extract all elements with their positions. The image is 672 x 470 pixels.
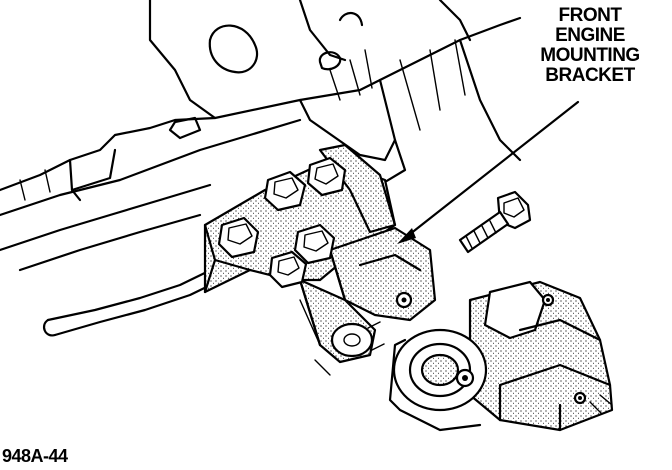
frame-rail [0, 116, 302, 272]
callout-line-3: MOUNTING [540, 45, 640, 66]
callout-label: FRONT ENGINE MOUNTING BRACKET [520, 6, 660, 86]
callout-leader [397, 100, 580, 244]
callout-line-1: FRONT [558, 5, 622, 26]
front-engine-mounting-bracket [203, 143, 437, 376]
callout-line-2: ENGINE [555, 25, 625, 46]
callout-line-4: BRACKET [545, 65, 635, 86]
bracket-bolt-2 [306, 156, 347, 197]
figure-id: 948A-44 [2, 446, 68, 466]
engine-mount-insulator [388, 280, 614, 432]
bracket-bolt-1 [263, 170, 307, 212]
linkage-rod [42, 266, 227, 337]
engine-block-casting [148, 0, 522, 187]
bracket-bolt-3 [217, 216, 260, 259]
bracket-bolt-5 [268, 250, 308, 289]
through-bolt [458, 190, 532, 254]
bracket-bolt-4 [293, 223, 336, 265]
bracket-lower-nut [330, 321, 385, 358]
